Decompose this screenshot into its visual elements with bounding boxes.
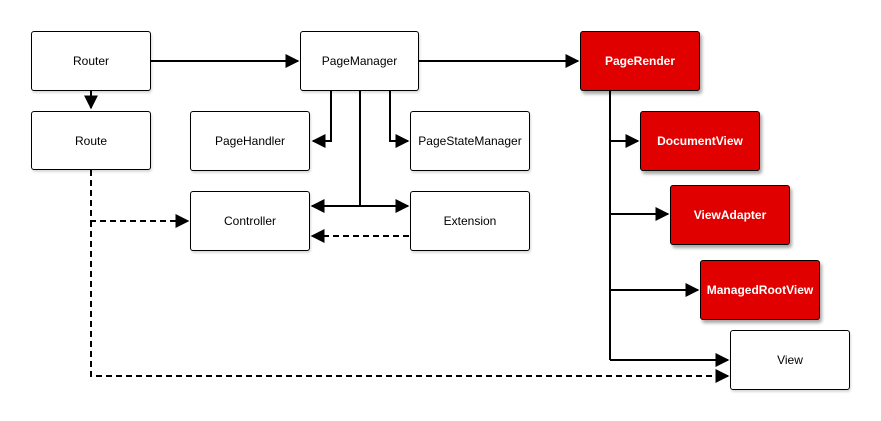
node-route: Route: [31, 111, 151, 170]
node-extension: Extension: [410, 191, 530, 251]
node-view-adapter: ViewAdapter: [670, 185, 790, 245]
node-page-manager-label: PageManager: [321, 54, 398, 68]
node-page-manager: PageManager: [300, 31, 419, 91]
node-view-adapter-label: ViewAdapter: [693, 208, 767, 222]
edge-page-manager-to-page-handler: [311, 91, 332, 148]
node-page-render: PageRender: [580, 31, 700, 91]
node-route-label: Route: [74, 133, 108, 148]
node-controller: Controller: [190, 191, 310, 251]
node-extension-label: Extension: [443, 214, 497, 228]
node-page-render-label: PageRender: [604, 54, 676, 68]
node-router-label: Router: [72, 54, 110, 68]
node-router: Router: [31, 31, 151, 91]
node-document-view: DocumentView: [640, 111, 760, 171]
node-page-handler: PageHandler: [190, 111, 310, 171]
node-page-handler-label: PageHandler: [214, 134, 286, 148]
node-view: View: [730, 330, 850, 390]
edge-route-to-view: [90, 221, 730, 383]
node-page-state-manager-label: PageStateManager: [418, 134, 522, 148]
node-document-view-label: DocumentView: [657, 134, 743, 148]
node-controller-label: Controller: [223, 214, 277, 228]
node-managed-root-view: ManagedRootView: [700, 260, 820, 320]
node-view-label: View: [777, 353, 803, 367]
node-page-state-manager: PageStateManager: [410, 111, 530, 171]
edge-page-manager-to-page-state-manager: [389, 91, 410, 148]
edge-route-to-controller: [90, 170, 190, 228]
node-managed-root-view-label: ManagedRootView: [706, 283, 814, 297]
